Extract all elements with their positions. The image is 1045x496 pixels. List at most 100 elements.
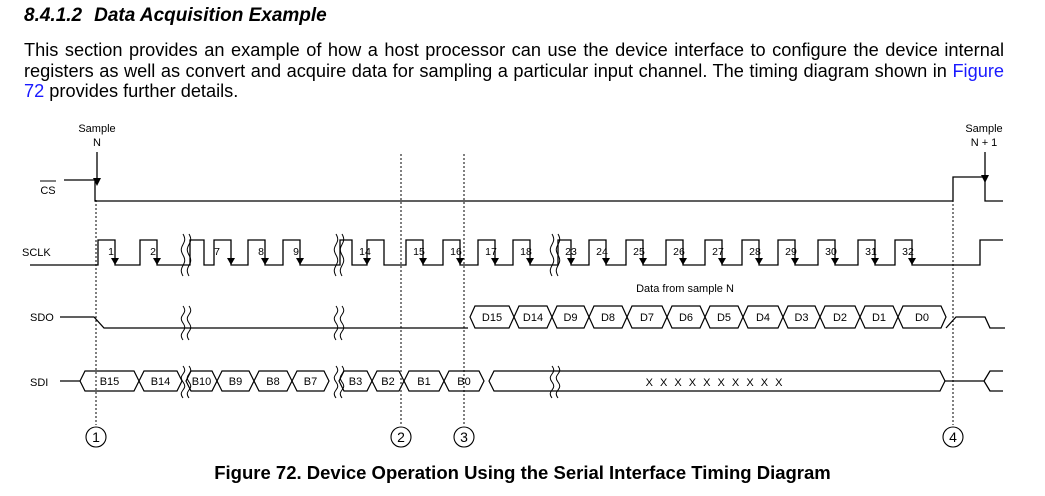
sdi-dontcare-cell [488,370,946,392]
sclk-pulse-label: 29 [785,246,797,258]
sclk-pulse-label: 32 [902,246,914,258]
step-marker-label: 1 [92,429,100,445]
step-marker-label: 3 [460,429,468,445]
axis-break-mark [549,233,555,277]
axis-break-mark [333,365,339,399]
step-marker-circle [390,426,412,448]
sclk-pulse-label: 1 [108,246,114,258]
sclk-falling-edge-arrow [871,258,879,265]
sclk-falling-edge-arrow [908,258,916,265]
sclk-pulse-label: 30 [825,246,837,258]
axis-break-mark [549,365,555,399]
step-marker-circle [453,426,475,448]
axis-break-mark [333,233,339,277]
sclk-falling-edge-arrow [831,258,839,265]
sclk-pulse-label: 26 [673,246,685,258]
sample-n1-label-2: N + 1 [971,137,998,149]
sclk-falling-edge-arrow [153,258,161,265]
sdi-bit-label: B15 [100,376,120,388]
figure-caption: Figure 72. Device Operation Using the Se… [214,462,831,483]
sdo-bit-label: D7 [640,312,654,324]
sdo-bit-label: D2 [833,312,847,324]
sclk-falling-edge-arrow [679,258,687,265]
sclk-pulse-label: 15 [413,246,425,258]
sdi-bit-label: B1 [417,376,430,388]
sclk-pulse-label: 7 [214,246,220,258]
axis-break-mark [339,365,345,399]
sdo-bit-label: D8 [601,312,615,324]
sdo-bit-label: D9 [563,312,577,324]
sclk-pulse-label: 31 [865,246,877,258]
sclk-falling-edge-arrow [111,258,119,265]
sclk-pulse-label: 24 [596,246,608,258]
sclk-pulse-label: 2 [150,246,156,258]
sdi-dontcare: X X X X X X X X X X [646,377,785,389]
axis-break-mark [333,305,339,341]
axis-break-mark [186,233,192,277]
step-marker-circle [85,426,107,448]
figure-link[interactable]: Figure 72 [24,60,1004,102]
sdi-bit-cell [291,370,330,392]
sclk-pulse-label: 17 [485,246,497,258]
sdi-bit-label: B8 [266,376,279,388]
sdi-bit-label: B10 [192,376,212,388]
section-title: Data Acquisition Example [94,5,327,26]
sclk-falling-edge-arrow [755,258,763,265]
axis-break-mark [555,233,561,277]
sclk-falling-edge-arrow [456,258,464,265]
sdi-bit-label: B0 [457,376,470,388]
axis-break-mark [180,365,186,399]
step-marker-circle [942,426,964,448]
sclk-falling-edge-arrow [602,258,610,265]
sclk-pulse-label: 8 [258,246,264,258]
sdo-bit-label: D4 [756,312,770,324]
sclk-pulse-label: 25 [633,246,645,258]
sclk-falling-edge-arrow [363,258,371,265]
sdi-bit-label: B9 [229,376,242,388]
sdo-bit-cell [897,305,947,329]
sclk-pulse-label: 28 [749,246,761,258]
sclk-pulse-label: 16 [450,246,462,258]
sdo-bit-label: D1 [872,312,886,324]
sdo-bit-label: D14 [523,312,543,324]
sclk-falling-edge-arrow [491,258,499,265]
cs-waveform [64,176,1003,202]
axis-break-mark [180,233,186,277]
sclk-falling-edge-arrow [419,258,427,265]
sample-n-label-2: N [93,137,101,149]
sdo-bit-label: D5 [717,312,731,324]
sclk-falling-edge-arrow [567,258,575,265]
sclk-falling-edge-arrow [227,258,235,265]
sclk-falling-edge-arrow [791,258,799,265]
section-heading: 8.4.1.2 Data Acquisition Example [24,5,327,27]
cs-label: CS [40,185,55,197]
sclk-pulse-label: 27 [712,246,724,258]
sclk-falling-edge-arrow [718,258,726,265]
sclk-waveform [30,239,1003,266]
sdi-label: SDI [30,377,48,389]
sclk-pulse-label: 9 [293,246,299,258]
sdi-bit-label: B7 [304,376,317,388]
sdo-bit-label: D6 [679,312,693,324]
sclk-falling-edge-arrow [296,258,304,265]
sdo-bit-label: D0 [915,312,929,324]
section-number: 8.4.1.2 [24,5,83,26]
paragraph-text-start: This section provides an example of how … [24,40,1004,81]
sample-n-label-1: Sample [78,123,115,135]
sclk-falling-edge-arrow [526,258,534,265]
axis-break-mark [339,305,345,341]
body-paragraph: This section provides an example of how … [24,40,1004,102]
sdi-bit-label: B3 [349,376,362,388]
sdo-label: SDO [30,312,54,324]
axis-break-mark [186,365,192,399]
step-marker-label: 4 [949,429,957,445]
sclk-pulse-label: 18 [520,246,532,258]
axis-break-mark [555,365,561,399]
sdo-bit-label: D15 [482,312,502,324]
sdi-waveform [60,370,1003,392]
step-marker-label: 2 [397,429,405,445]
axis-break-mark [339,233,345,277]
axis-break-mark [180,305,186,341]
sample-n1-label-1: Sample [965,123,1002,135]
